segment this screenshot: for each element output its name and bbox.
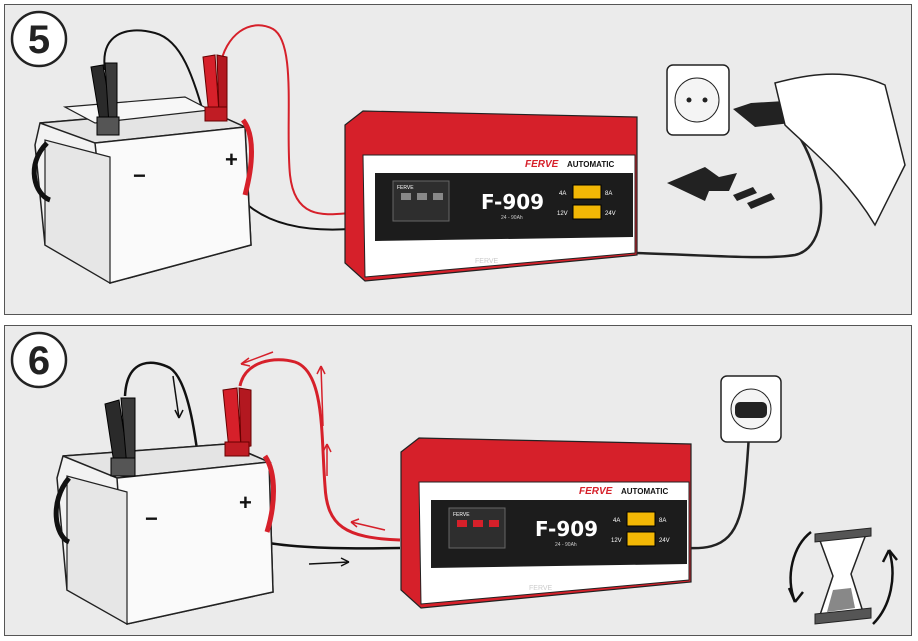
negative-terminal-label: − <box>133 163 146 188</box>
red-charger-cable <box>238 358 401 542</box>
charger-mode: AUTOMATIC <box>567 160 614 169</box>
step-6-illustration: 6 − + <box>10 331 898 626</box>
power-cord <box>632 122 823 259</box>
step-5-panel: 5 − + FERVE AUTOMATIC FERVE <box>4 4 912 315</box>
black-charger-cable <box>103 29 351 231</box>
mini-brand: FERVE <box>397 185 414 191</box>
charger-model: F-909 <box>481 190 544 214</box>
voltage-left-label: 12V <box>557 211 568 217</box>
voltage-right-label: 24V <box>605 211 616 217</box>
charger-footer-brand: FERVE <box>529 585 553 592</box>
current-switch <box>626 511 656 527</box>
black-clamp <box>104 397 136 477</box>
svg-text:6: 6 <box>28 339 50 383</box>
red-charger-cable <box>219 24 351 216</box>
positive-terminal-label: + <box>225 147 238 172</box>
current-right-label: 8A <box>605 191 612 197</box>
step-badge: 5 <box>10 10 68 68</box>
voltage-switch <box>572 204 602 220</box>
charger-spec: 24 - 90Ah <box>501 215 523 221</box>
plug <box>733 101 791 127</box>
hourglass-icon <box>787 527 898 625</box>
negative-terminal-label: − <box>145 506 158 531</box>
current-left-label: 4A <box>559 191 566 197</box>
voltage-switch <box>626 531 656 547</box>
red-clamp <box>222 387 252 457</box>
black-clamp <box>90 62 120 136</box>
red-clamp <box>202 54 228 122</box>
current-right-label: 8A <box>659 518 666 524</box>
charger-spec: 24 - 90Ah <box>555 542 577 548</box>
charger-brand: FERVE <box>579 486 613 497</box>
wall-socket <box>666 64 730 136</box>
voltage-right-label: 24V <box>659 538 670 544</box>
current-switch <box>572 184 602 200</box>
voltage-left-label: 12V <box>611 538 622 544</box>
insert-arrow <box>667 167 775 209</box>
charger-model: F-909 <box>535 517 598 541</box>
positive-terminal-label: + <box>239 490 252 515</box>
charger-brand: FERVE <box>525 159 559 170</box>
charger-mode: AUTOMATIC <box>621 487 668 496</box>
step-6-panel: 6 − + <box>4 325 912 636</box>
battery-charger: FERVE AUTOMATIC FERVE F-909 24 - 90Ah 4A… <box>344 110 638 282</box>
battery: − + <box>31 96 254 285</box>
charger-footer-brand: FERVE <box>475 258 499 265</box>
hand <box>774 73 906 227</box>
svg-text:5: 5 <box>28 18 50 62</box>
step-badge: 6 <box>10 331 68 389</box>
battery: − + <box>53 443 276 626</box>
plug <box>735 402 767 418</box>
current-left-label: 4A <box>613 518 620 524</box>
mini-brand: FERVE <box>453 512 470 518</box>
wall-socket <box>720 375 782 443</box>
battery-charger: FERVE AUTOMATIC FERVE F-909 24 - 90Ah 4A… <box>400 437 692 609</box>
step-5-illustration: 5 − + FERVE AUTOMATIC FERVE <box>10 10 906 285</box>
